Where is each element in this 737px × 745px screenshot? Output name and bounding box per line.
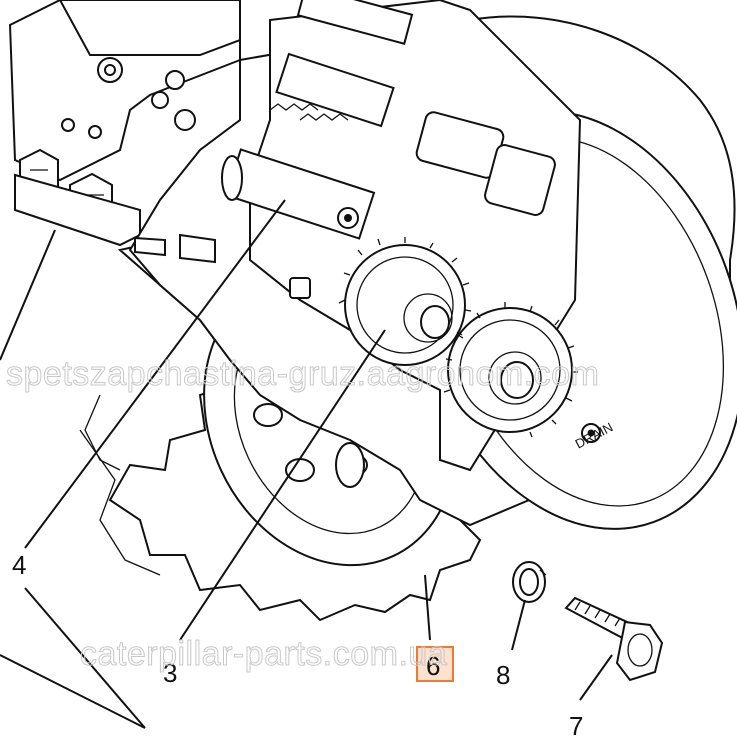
callout-3[interactable]: 3 bbox=[163, 658, 177, 688]
bolt bbox=[564, 596, 664, 682]
watermark-top: spetszapchastina-gruz.aagronom.com bbox=[6, 355, 599, 393]
callout-label-8: 8 bbox=[496, 660, 510, 690]
valve-block bbox=[8, 0, 241, 247]
leader-lines bbox=[0, 199, 613, 729]
retaining-ring bbox=[512, 561, 547, 603]
callout-label-3: 3 bbox=[163, 658, 177, 688]
callout-8[interactable]: 8 bbox=[496, 660, 510, 690]
callout-6-highlight bbox=[416, 646, 454, 682]
callout-label-6: 6 bbox=[426, 651, 440, 681]
planetary-gears bbox=[338, 237, 578, 438]
watermark-bottom: caterpillar-parts.com.ua bbox=[80, 635, 447, 673]
callout-4[interactable]: 4 bbox=[12, 550, 26, 580]
callout-label-7: 7 bbox=[569, 711, 583, 741]
callout-7[interactable]: 7 bbox=[569, 711, 583, 741]
callout-label-4: 4 bbox=[12, 550, 26, 580]
callout-6[interactable]: 6 bbox=[416, 646, 454, 682]
